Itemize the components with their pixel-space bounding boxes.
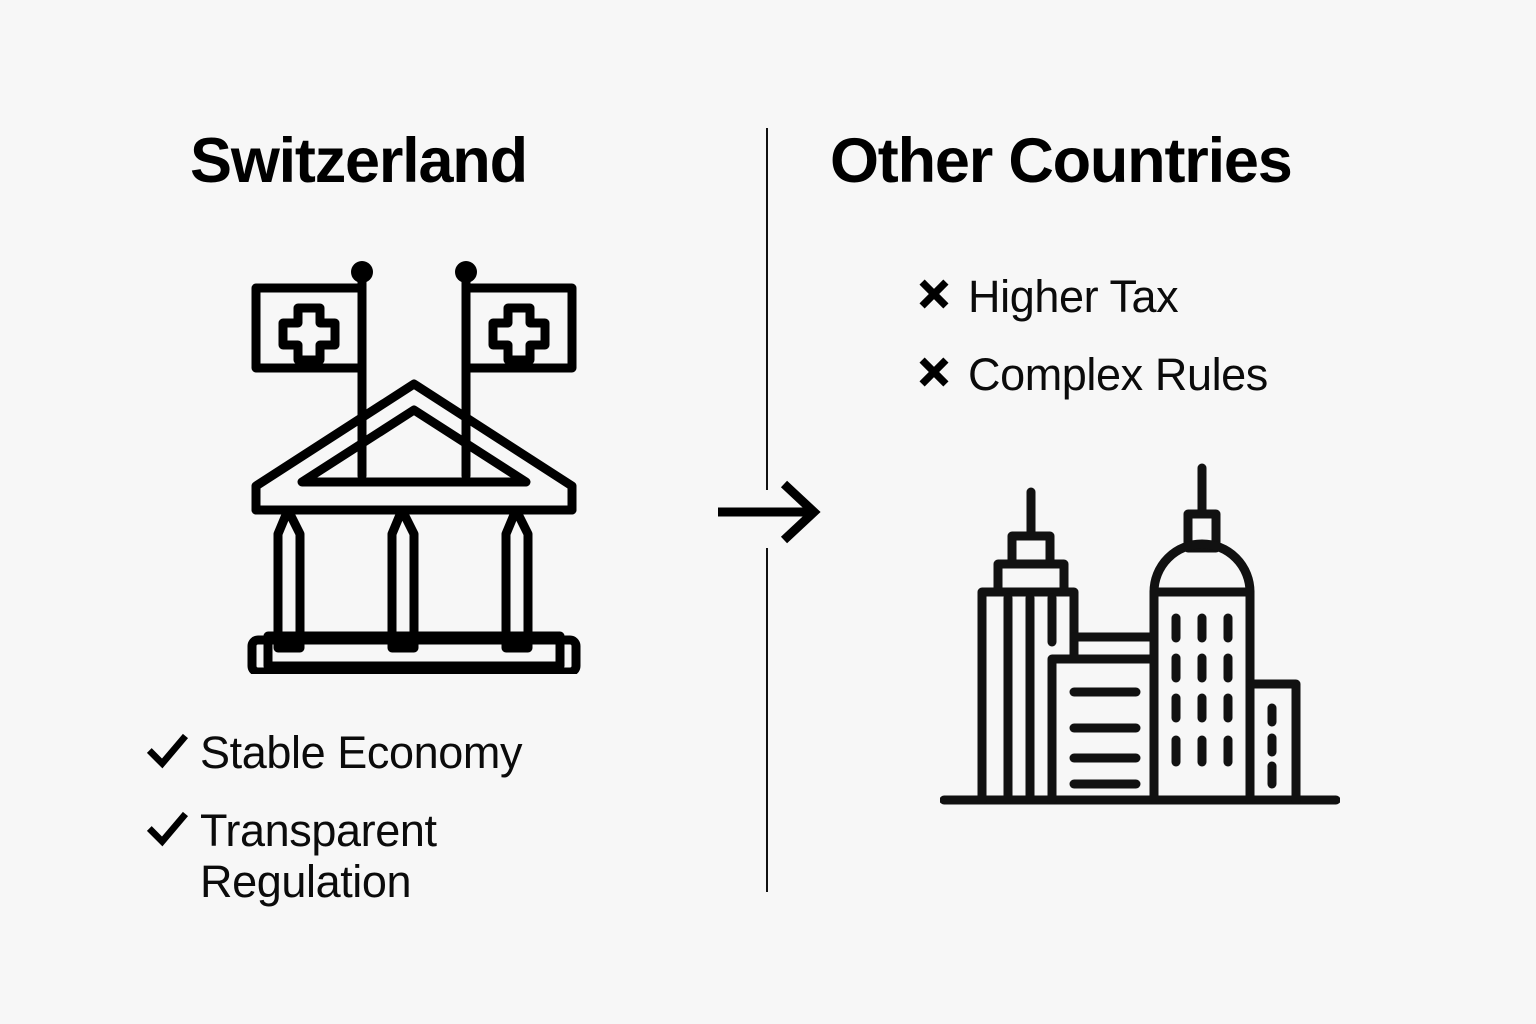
list-item: Transparent Regulation	[144, 806, 704, 907]
cross-icon	[912, 272, 968, 316]
column-divider-bottom	[766, 548, 768, 892]
list-item: Higher Tax	[912, 271, 1432, 322]
list-item-label: Higher Tax	[968, 271, 1179, 322]
list-item-label: Stable Economy	[200, 727, 523, 778]
column-divider-top	[766, 128, 768, 490]
list-item-label: Transparent Regulation	[200, 805, 437, 907]
list-item: Stable Economy	[144, 727, 704, 778]
check-icon	[144, 806, 200, 852]
left-column-title: Switzerland	[190, 126, 528, 196]
cross-icon	[912, 350, 968, 394]
check-icon	[144, 728, 200, 774]
left-benefits-list: Stable Economy Transparent Regulation	[144, 727, 704, 935]
bank-building-icon	[246, 258, 582, 674]
list-item: Complex Rules	[912, 349, 1432, 401]
right-arrow-icon	[710, 472, 830, 552]
right-drawbacks-list: Higher Tax Complex Rules	[912, 271, 1432, 429]
list-item-label: Complex Rules	[968, 349, 1268, 401]
right-column-title: Other Countries	[830, 126, 1293, 196]
city-skyline-icon	[940, 452, 1340, 820]
